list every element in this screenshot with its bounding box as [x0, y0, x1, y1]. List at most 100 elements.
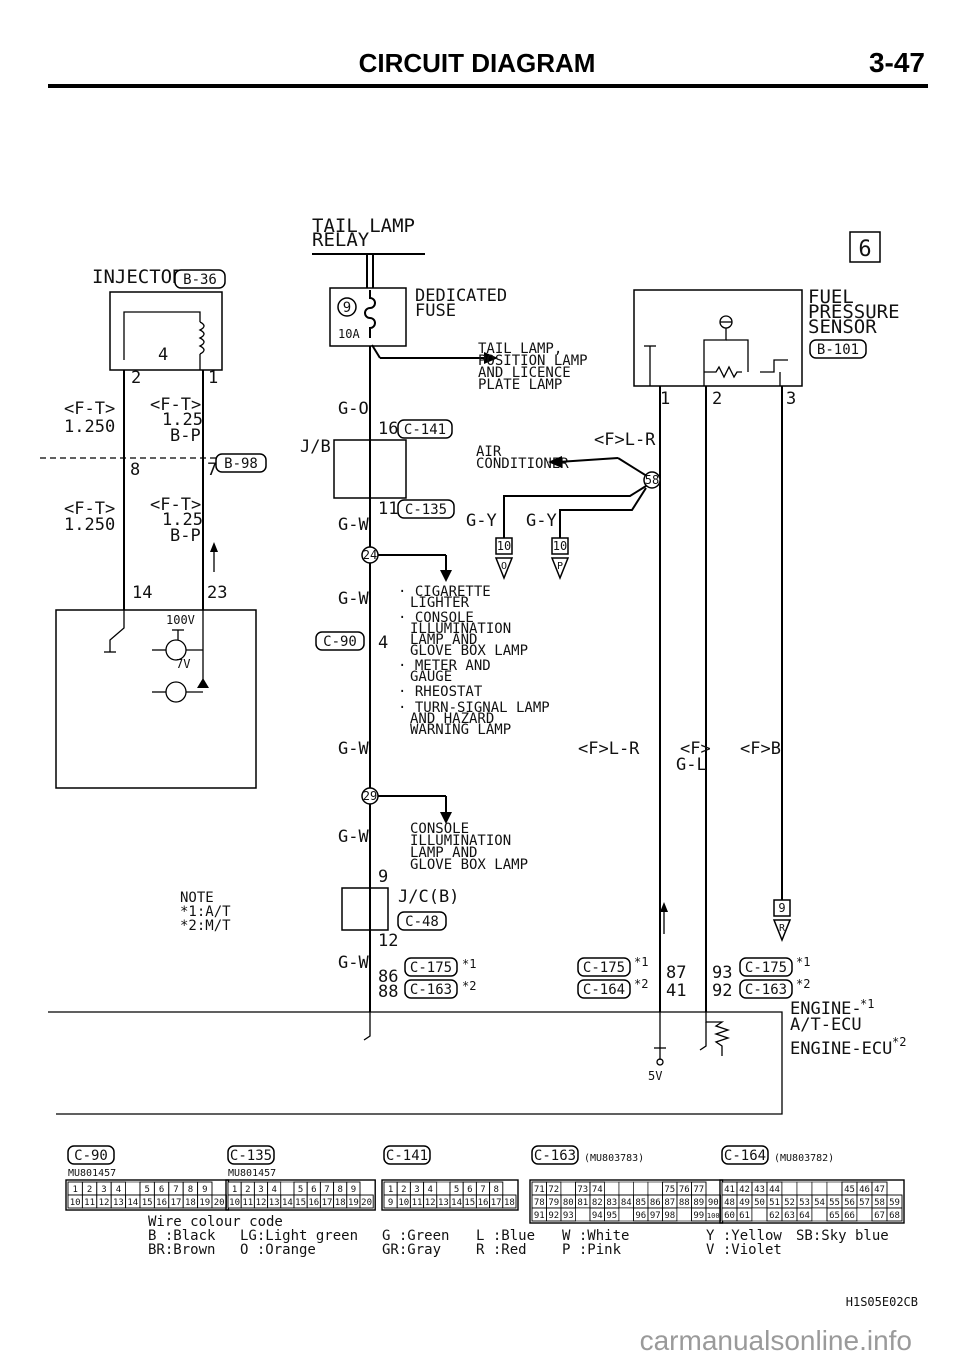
diagram-number-box [849, 231, 881, 263]
connector-pin: 3 [258, 1185, 263, 1195]
diagram-code: H1S05E02CB [846, 1295, 918, 1309]
arrow-r: R [779, 923, 786, 934]
wire-a-l1: <F-T> [64, 399, 115, 419]
injector-box [109, 291, 223, 371]
connector-blank-pin [811, 1181, 828, 1196]
sensor-pin-1: 1 [660, 389, 670, 409]
connector-blank-pin [125, 1181, 141, 1196]
connector-pin: 14 [282, 1198, 293, 1208]
connector-pin: 85 [635, 1198, 646, 1208]
connector-pin: 72 [548, 1185, 559, 1195]
connector-pin: 84 [621, 1198, 632, 1208]
legend-entry: LG:Light green [240, 1228, 358, 1244]
connector-pin: 18 [335, 1198, 346, 1208]
connector-pin: 95 [606, 1211, 617, 1221]
connector-pin: 81 [577, 1198, 588, 1208]
sensor-circuit [644, 315, 788, 386]
dest-meter-1: · METER AND [398, 658, 491, 674]
note-1: *1:A/T [180, 904, 231, 920]
connector-pin: 10 [229, 1198, 240, 1208]
conn-c175b: C-175 [583, 960, 625, 976]
dest-meter-2: GAUGE [410, 669, 452, 685]
ac-arrow [548, 456, 562, 468]
connector-pin: 56 [844, 1198, 855, 1208]
wire-b-r2: 1.25 [162, 510, 203, 530]
connector-pin: 61 [739, 1211, 750, 1221]
conn-c135: C-135 [405, 502, 447, 518]
wire-fl-r: <F>L-R [594, 430, 656, 450]
connector-blank-pin [618, 1207, 634, 1222]
legend-entry: GR:Gray [382, 1242, 441, 1258]
conn-10a: 10 [497, 539, 511, 553]
legend-title: Wire colour code [148, 1214, 283, 1230]
connector-pin: 16 [156, 1198, 167, 1208]
connector-pin: 17 [171, 1198, 182, 1208]
legend-entry: W :White [562, 1228, 629, 1244]
pin-41: 41 [666, 981, 686, 1001]
star-2: *2 [462, 979, 476, 993]
connector-pin: 11 [412, 1198, 423, 1208]
connector-pin: 12 [256, 1198, 267, 1208]
legend-entry: R :Red [476, 1242, 527, 1258]
connector-pin: 68 [889, 1211, 900, 1221]
connector-pin-cell [359, 1194, 374, 1209]
connector-pin: 60 [724, 1211, 735, 1221]
air-label-1: AIR [476, 444, 502, 460]
connector-pin: 6 [467, 1185, 472, 1195]
star-r4: *2 [796, 977, 810, 991]
connector-pin: 86 [650, 1198, 661, 1208]
conn-c175c-badge [739, 957, 793, 977]
connector-pin: 89 [693, 1198, 704, 1208]
branch-29-arrow [440, 812, 452, 824]
arrow-r-shape [772, 919, 792, 943]
connector-pin: 100 [707, 1212, 720, 1220]
connector-pin: 5 [454, 1185, 459, 1195]
tail-lamp-branch [371, 344, 381, 359]
wire-b-l2: 1.250 [64, 515, 115, 535]
pin-9: 9 [378, 867, 388, 887]
tail-lamp-arrow [484, 352, 498, 364]
connector-outline [381, 1179, 519, 1211]
conn-c135-badge [397, 499, 455, 519]
fuse-number: 9 [343, 300, 351, 316]
connector-blank-pin [604, 1181, 620, 1196]
conn-b36: B-36 [183, 272, 217, 288]
connector-pin: 16 [478, 1198, 489, 1208]
tail-lamp-dest-3: AND LICENCE [478, 365, 571, 381]
connector-pin: 7 [173, 1185, 178, 1195]
legend-entry: BR:Brown [148, 1242, 215, 1258]
pin-16: 16 [378, 419, 398, 439]
tail-lamp-dest-4: PLATE LAMP [478, 377, 562, 393]
ecu-pin-14: 14 [132, 583, 152, 603]
conn-c163: C-163 [410, 982, 452, 998]
connector-blank-pin [676, 1207, 692, 1222]
fuse-label-1: DEDICATED [415, 286, 507, 306]
connector-blank-pin [280, 1181, 295, 1196]
mid-pin-7: 7 [207, 460, 217, 480]
connector-pin: 17 [491, 1198, 502, 1208]
connector-pin: 15 [142, 1198, 153, 1208]
jb-label: J/B [300, 437, 331, 457]
wire-g-w-5: G-W [338, 953, 369, 973]
connector-pin: 6 [311, 1185, 316, 1195]
gy-branch-right [559, 487, 647, 538]
pin-93: 93 [712, 963, 732, 983]
dest-cigarette-2: LIGHTER [410, 595, 470, 611]
conn-b98-badge [215, 453, 267, 473]
connector-pin: 5 [298, 1185, 303, 1195]
junction-58: 58 [645, 473, 659, 487]
dest2-3: LAMP AND [410, 845, 477, 861]
watermark: carmanualsonline.info [640, 1325, 912, 1356]
conn-c48-badge [397, 911, 447, 931]
connector-pin: 10 [70, 1198, 81, 1208]
connector-pin: 88 [679, 1198, 690, 1208]
connector-pin: 12 [425, 1198, 436, 1208]
connector-blank-pin [781, 1181, 798, 1196]
